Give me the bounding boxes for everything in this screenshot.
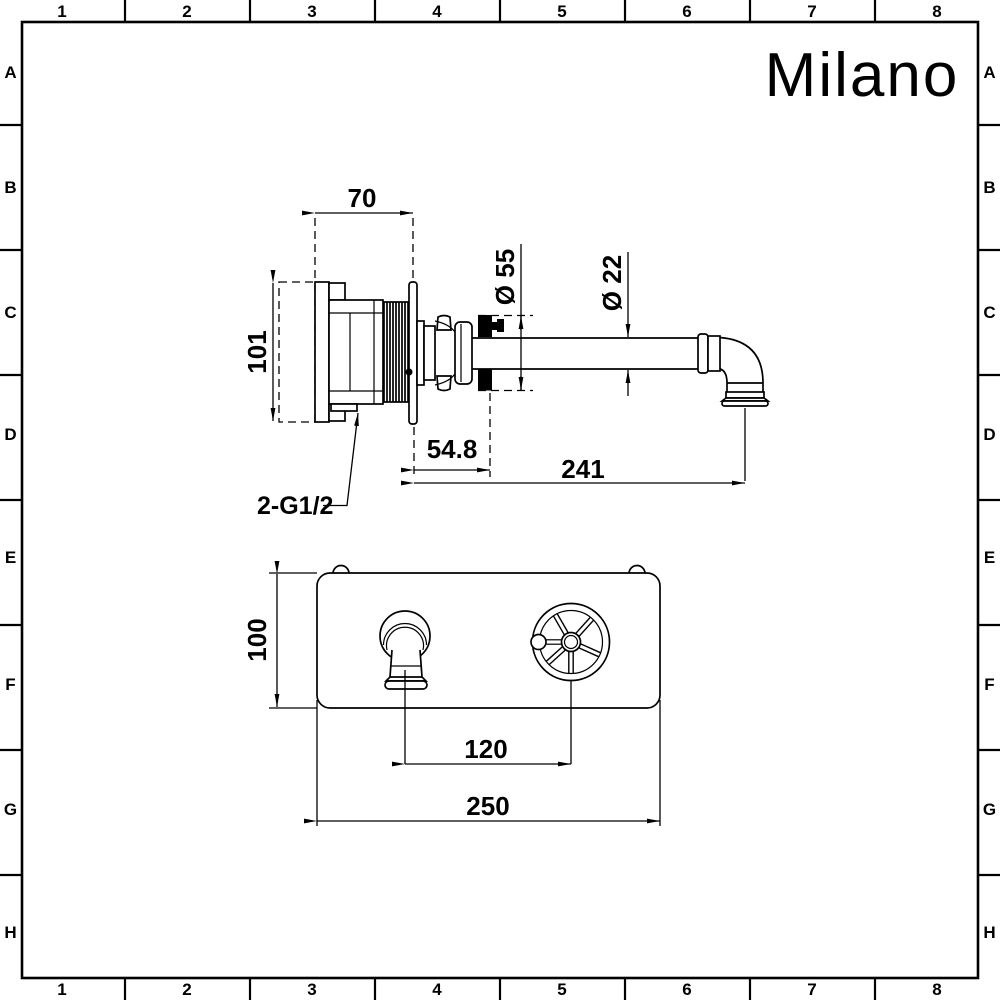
grid-row-label: H	[4, 923, 16, 942]
dim-escutcheon-diameter: Ø 55	[478, 244, 533, 392]
spout-elbow	[697, 333, 771, 407]
threaded-section	[383, 301, 411, 403]
dim-text-250: 250	[466, 791, 509, 821]
grid-labels: 1 2 3 4 5 6 7 8 1 2 3 4 5 6 7 8 A B C D …	[4, 2, 996, 999]
dim-body-height: 101	[242, 270, 276, 421]
seal-detail	[405, 368, 413, 376]
fixing-lug-left	[332, 564, 350, 574]
grid-col-label: 4	[432, 980, 442, 999]
inlet-connection-callout: 2-G1/2	[257, 412, 359, 520]
dim-text-548: 54.8	[427, 434, 478, 464]
dim-text-d22: Ø 22	[597, 255, 627, 311]
dim-text-d55: Ø 55	[490, 249, 520, 305]
leader-text-2g12: 2-G1/2	[257, 492, 333, 520]
grid-row-label: B	[4, 178, 16, 197]
dim-plate-width: 250	[304, 700, 661, 826]
grid-row-label: D	[983, 425, 995, 444]
spout-socket	[416, 314, 473, 392]
side-view: 70 101 Ø 55 Ø 22 54.8	[242, 183, 771, 520]
grid-row-label: B	[983, 178, 995, 197]
dim-centres: 120	[392, 670, 572, 767]
grid-row-label: E	[5, 548, 16, 567]
grid-row-label: F	[5, 675, 15, 694]
dim-escutcheon-projection: 54.8	[401, 393, 491, 477]
grid-row-label: F	[984, 675, 994, 694]
dim-text-120: 120	[464, 734, 507, 764]
dim-plate-height: 100	[242, 561, 317, 709]
dim-body-width: 70	[302, 183, 414, 281]
grid-row-label: A	[983, 63, 995, 82]
grid-row-label: A	[4, 63, 16, 82]
grid-col-label: 7	[807, 980, 816, 999]
grid-col-label: 5	[557, 980, 566, 999]
grid-col-label: 3	[307, 2, 316, 21]
wall-plate	[408, 281, 418, 425]
front-handle-wheel	[530, 602, 611, 682]
grid-col-label: 7	[807, 2, 816, 21]
grub-screw	[497, 319, 504, 332]
grid-row-label: C	[983, 303, 995, 322]
grid-col-label: 8	[932, 2, 941, 21]
grid-row-label: E	[984, 548, 995, 567]
grid-col-label: 1	[57, 2, 66, 21]
dim-spout-reach: 241	[401, 408, 746, 486]
grid-col-label: 2	[182, 980, 191, 999]
grid-col-label: 5	[557, 2, 566, 21]
dim-text-70: 70	[348, 183, 377, 213]
valve-body	[314, 281, 384, 423]
grid-col-label: 4	[432, 2, 442, 21]
spout-pipe	[472, 337, 698, 370]
concealed-box-outline	[278, 281, 316, 423]
grid-col-label: 6	[682, 980, 691, 999]
grid-col-label: 1	[57, 980, 66, 999]
dim-text-101: 101	[242, 330, 272, 373]
lever-ball-knob	[530, 633, 547, 651]
grid-row-label: D	[4, 425, 16, 444]
brand-logo: Milano	[765, 41, 960, 110]
fixing-lug-right	[628, 564, 646, 574]
wheel-spokes	[545, 613, 601, 674]
dim-spout-diameter: Ø 22	[597, 252, 631, 396]
grid-col-label: 2	[182, 2, 191, 21]
grid-row-label: G	[983, 800, 996, 819]
grid-col-label: 3	[307, 980, 316, 999]
dim-text-100: 100	[242, 618, 272, 661]
grid-row-label: G	[4, 800, 17, 819]
grid-col-label: 6	[682, 2, 691, 21]
escutcheon-section	[478, 315, 504, 391]
grid-row-label: C	[4, 303, 16, 322]
front-view: 100 120 250	[242, 561, 661, 826]
front-spout	[379, 610, 431, 690]
grid-col-label: 8	[932, 980, 941, 999]
grid-row-label: H	[983, 923, 995, 942]
dim-text-241: 241	[561, 454, 604, 484]
